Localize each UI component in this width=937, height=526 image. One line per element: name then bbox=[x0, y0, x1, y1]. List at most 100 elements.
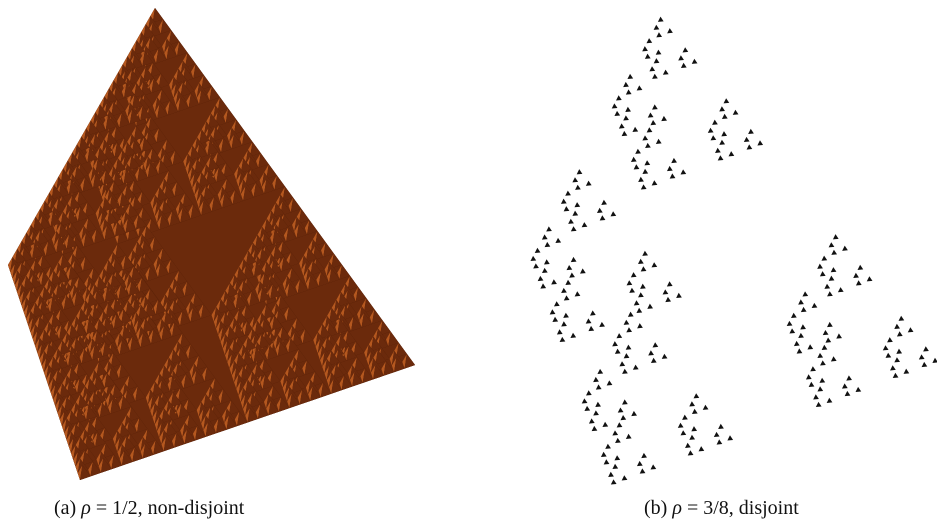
tetra-face-left bbox=[194, 82, 200, 98]
fractal-piece bbox=[687, 450, 694, 456]
tetra-face-left bbox=[138, 105, 143, 121]
tetra-face-right bbox=[55, 284, 67, 299]
tetra-face-left bbox=[294, 223, 299, 239]
tetra-face-left bbox=[64, 234, 70, 249]
fractal-piece bbox=[636, 307, 643, 313]
fractal-piece bbox=[586, 390, 592, 396]
fractal-piece bbox=[631, 410, 637, 417]
tetra-face-right bbox=[19, 262, 30, 278]
tetra-face-left bbox=[79, 225, 84, 241]
tetra-face-right bbox=[82, 177, 94, 192]
fractal-piece bbox=[623, 319, 630, 325]
tetra-face-right bbox=[287, 282, 298, 298]
tetra-face-right bbox=[105, 115, 117, 131]
fractal-piece bbox=[620, 414, 627, 421]
tetra-face-left bbox=[56, 324, 62, 340]
fractal-piece bbox=[682, 47, 689, 53]
tetra-face-right bbox=[178, 96, 189, 112]
tetra-face-left bbox=[19, 290, 24, 306]
fractal-piece bbox=[637, 323, 643, 329]
tetra-face-right bbox=[247, 156, 259, 172]
caption-b-symbol: ρ bbox=[672, 497, 682, 519]
tetra-face-right bbox=[159, 214, 170, 230]
fractal-piece bbox=[918, 354, 925, 360]
tetra-face-right bbox=[93, 173, 104, 189]
tetra-face-right bbox=[218, 298, 229, 314]
tetra-face-right bbox=[167, 100, 179, 116]
fractal-piece bbox=[641, 452, 647, 459]
tetra-face-right bbox=[166, 45, 178, 60]
fractal-piece bbox=[599, 215, 606, 221]
tetra-face-right bbox=[242, 130, 253, 146]
tetra-face-right bbox=[60, 211, 72, 227]
tetra-face-right bbox=[380, 320, 391, 336]
fractal-piece bbox=[798, 299, 804, 305]
fractal-piece bbox=[710, 135, 717, 141]
fractal-piece bbox=[585, 318, 592, 324]
tetra-face-right bbox=[345, 290, 356, 306]
tetra-face-right bbox=[363, 298, 375, 313]
tetra-face-left bbox=[279, 256, 284, 272]
tetra-face-left bbox=[97, 211, 103, 227]
fractal-piece bbox=[807, 344, 814, 350]
tetra-face-right bbox=[264, 261, 275, 277]
tetra-face-right bbox=[383, 361, 395, 376]
fractal-piece bbox=[612, 341, 618, 347]
tetra-face-left bbox=[218, 327, 223, 342]
tetra-face-left bbox=[240, 186, 246, 201]
fractal-piece bbox=[717, 155, 724, 161]
tetra-face-right bbox=[151, 78, 162, 93]
fractal-piece bbox=[618, 123, 625, 129]
tetra-face-left bbox=[154, 104, 160, 119]
tetra-face-right bbox=[274, 175, 285, 191]
tetra-face-right bbox=[388, 331, 399, 347]
fractal-piece bbox=[530, 255, 537, 262]
tetra-face-left bbox=[324, 261, 330, 277]
tetra-face-right bbox=[33, 259, 44, 275]
fractal-piece bbox=[563, 206, 570, 212]
fractal-piece bbox=[680, 62, 687, 68]
caption-b-label: (b) bbox=[644, 497, 668, 519]
tetra-face-right bbox=[212, 126, 224, 142]
tetra-face-left bbox=[223, 108, 229, 124]
fractal-piece bbox=[811, 302, 818, 309]
tetra-face-right bbox=[23, 275, 35, 291]
fractal-piece bbox=[691, 408, 698, 414]
fractal-piece bbox=[572, 177, 579, 183]
tetra-face-right bbox=[140, 105, 151, 121]
fractal-piece bbox=[644, 53, 651, 59]
fractal-piece bbox=[563, 295, 570, 301]
tetra-face-right bbox=[111, 181, 123, 196]
fractal-piece bbox=[903, 368, 910, 374]
tetra-face-right bbox=[208, 113, 219, 129]
fractal-piece bbox=[648, 350, 654, 356]
tetra-face-right bbox=[164, 139, 176, 154]
fractal-piece bbox=[614, 348, 621, 354]
fractal-piece bbox=[830, 356, 837, 362]
tetra-face-left bbox=[140, 51, 145, 67]
fractal-piece bbox=[810, 366, 816, 372]
tetra-face-left bbox=[225, 347, 230, 363]
tetra-face-right bbox=[63, 295, 75, 310]
fractal-piece bbox=[580, 268, 586, 274]
tetra-face-left bbox=[125, 102, 130, 118]
fractal-piece bbox=[866, 276, 873, 282]
fractal-piece bbox=[719, 139, 726, 145]
tetra-face-right bbox=[125, 218, 137, 233]
fractal-piece bbox=[595, 384, 602, 390]
fractal-piece bbox=[565, 190, 571, 196]
tetra-face-left bbox=[188, 204, 194, 219]
tetra-face-left bbox=[75, 206, 81, 222]
tetra-face-right bbox=[143, 67, 154, 82]
fractal-piece bbox=[907, 327, 914, 333]
fractal-piece bbox=[748, 128, 754, 135]
fractal-piece bbox=[632, 126, 639, 132]
tetra-face-right bbox=[131, 140, 143, 156]
tetra-face-right bbox=[273, 245, 284, 261]
fractal-piece bbox=[610, 479, 617, 485]
fractal-piece bbox=[642, 135, 649, 141]
tetra-face-right bbox=[58, 269, 69, 284]
tetra-face-right bbox=[201, 74, 212, 90]
fractal-piece bbox=[661, 115, 667, 122]
